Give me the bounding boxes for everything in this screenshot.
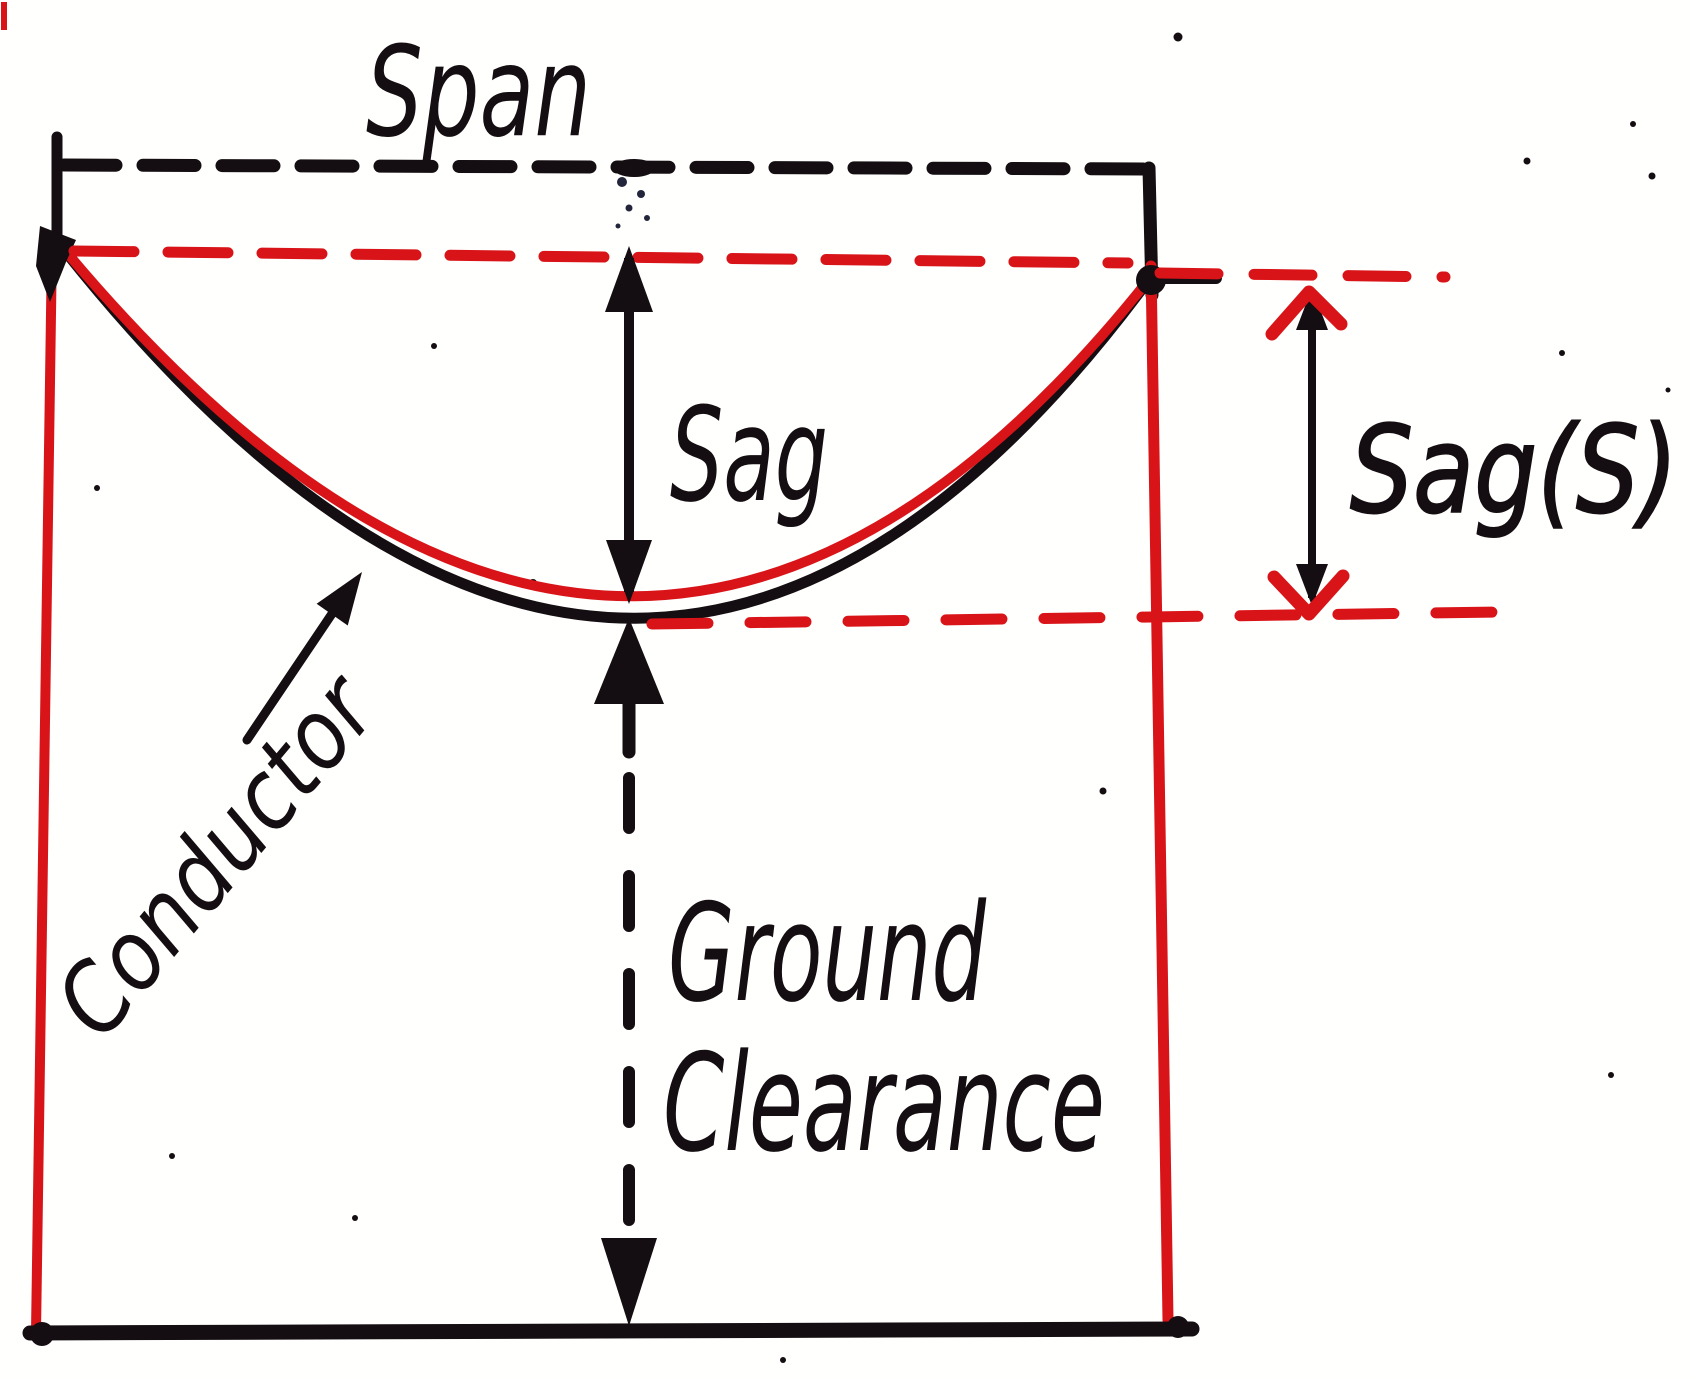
ink-speck — [1665, 387, 1671, 393]
ink-smudge — [617, 177, 627, 187]
ink-speck — [1523, 157, 1531, 165]
sag-level-dashed-line — [646, 606, 1508, 630]
ground-line — [22, 1321, 1200, 1341]
ink-smudge — [637, 190, 645, 198]
sag-arrow-head-down — [606, 540, 652, 604]
ink-speck — [1173, 32, 1183, 42]
span-dimension: Span — [51, 20, 1159, 302]
ink-speck — [1559, 350, 1565, 356]
sag-s-arrow-red-head-bottom — [1267, 569, 1350, 621]
conductor-arrow-head — [316, 572, 362, 626]
ground-clearance-label-line2: Clearance — [663, 1025, 1105, 1182]
left-support-line — [31, 241, 57, 1337]
sag-s-arrow-head-up — [1296, 288, 1328, 330]
sag-arrow-head-up — [605, 246, 653, 312]
ink-speck — [169, 1153, 175, 1159]
ground-clearance-arrow-head-down — [601, 1238, 657, 1326]
sag-s-arrow-red-head-top — [1265, 285, 1348, 341]
conductor-curve-red — [53, 237, 1155, 602]
sag-s-label: Sag(S) — [1350, 402, 1678, 541]
support-level-dashed-line-left — [68, 245, 1134, 269]
ink-speck — [94, 485, 100, 491]
ink-smudge — [625, 204, 633, 212]
sag-s-dimension: Sag(S) — [1265, 285, 1679, 621]
span-label: Span — [366, 20, 591, 165]
ground-clearance-label-line1: Ground — [668, 875, 987, 1032]
support-level-dashed-line-right — [1154, 267, 1451, 283]
ground-line-right-blot — [1167, 1316, 1189, 1338]
ink-speck — [1099, 787, 1107, 795]
sag-dimension: Sag — [605, 246, 828, 604]
conductor-curve-black — [52, 236, 1156, 624]
ink-speck — [431, 343, 437, 349]
sag-s-arrow-head-down — [1296, 564, 1328, 606]
ink-speck — [352, 1215, 358, 1221]
ground-line-left-blot — [30, 1322, 54, 1346]
ink-speck — [1630, 121, 1636, 127]
ink-blot — [613, 159, 655, 177]
ground-clearance-dimension: Ground Clearance — [594, 618, 1105, 1326]
ink-speck — [1648, 172, 1656, 180]
span-dashed-line — [57, 158, 1153, 176]
ink-speck — [1608, 1072, 1614, 1078]
ground-clearance-arrow-head-up — [594, 618, 664, 704]
ink-speck — [780, 1357, 786, 1363]
left-attachment-blot — [36, 226, 76, 302]
right-support-line — [1145, 260, 1174, 1326]
sag-label: Sag — [670, 379, 828, 531]
ink-smudge — [644, 215, 650, 221]
ink-smudge — [615, 223, 621, 229]
